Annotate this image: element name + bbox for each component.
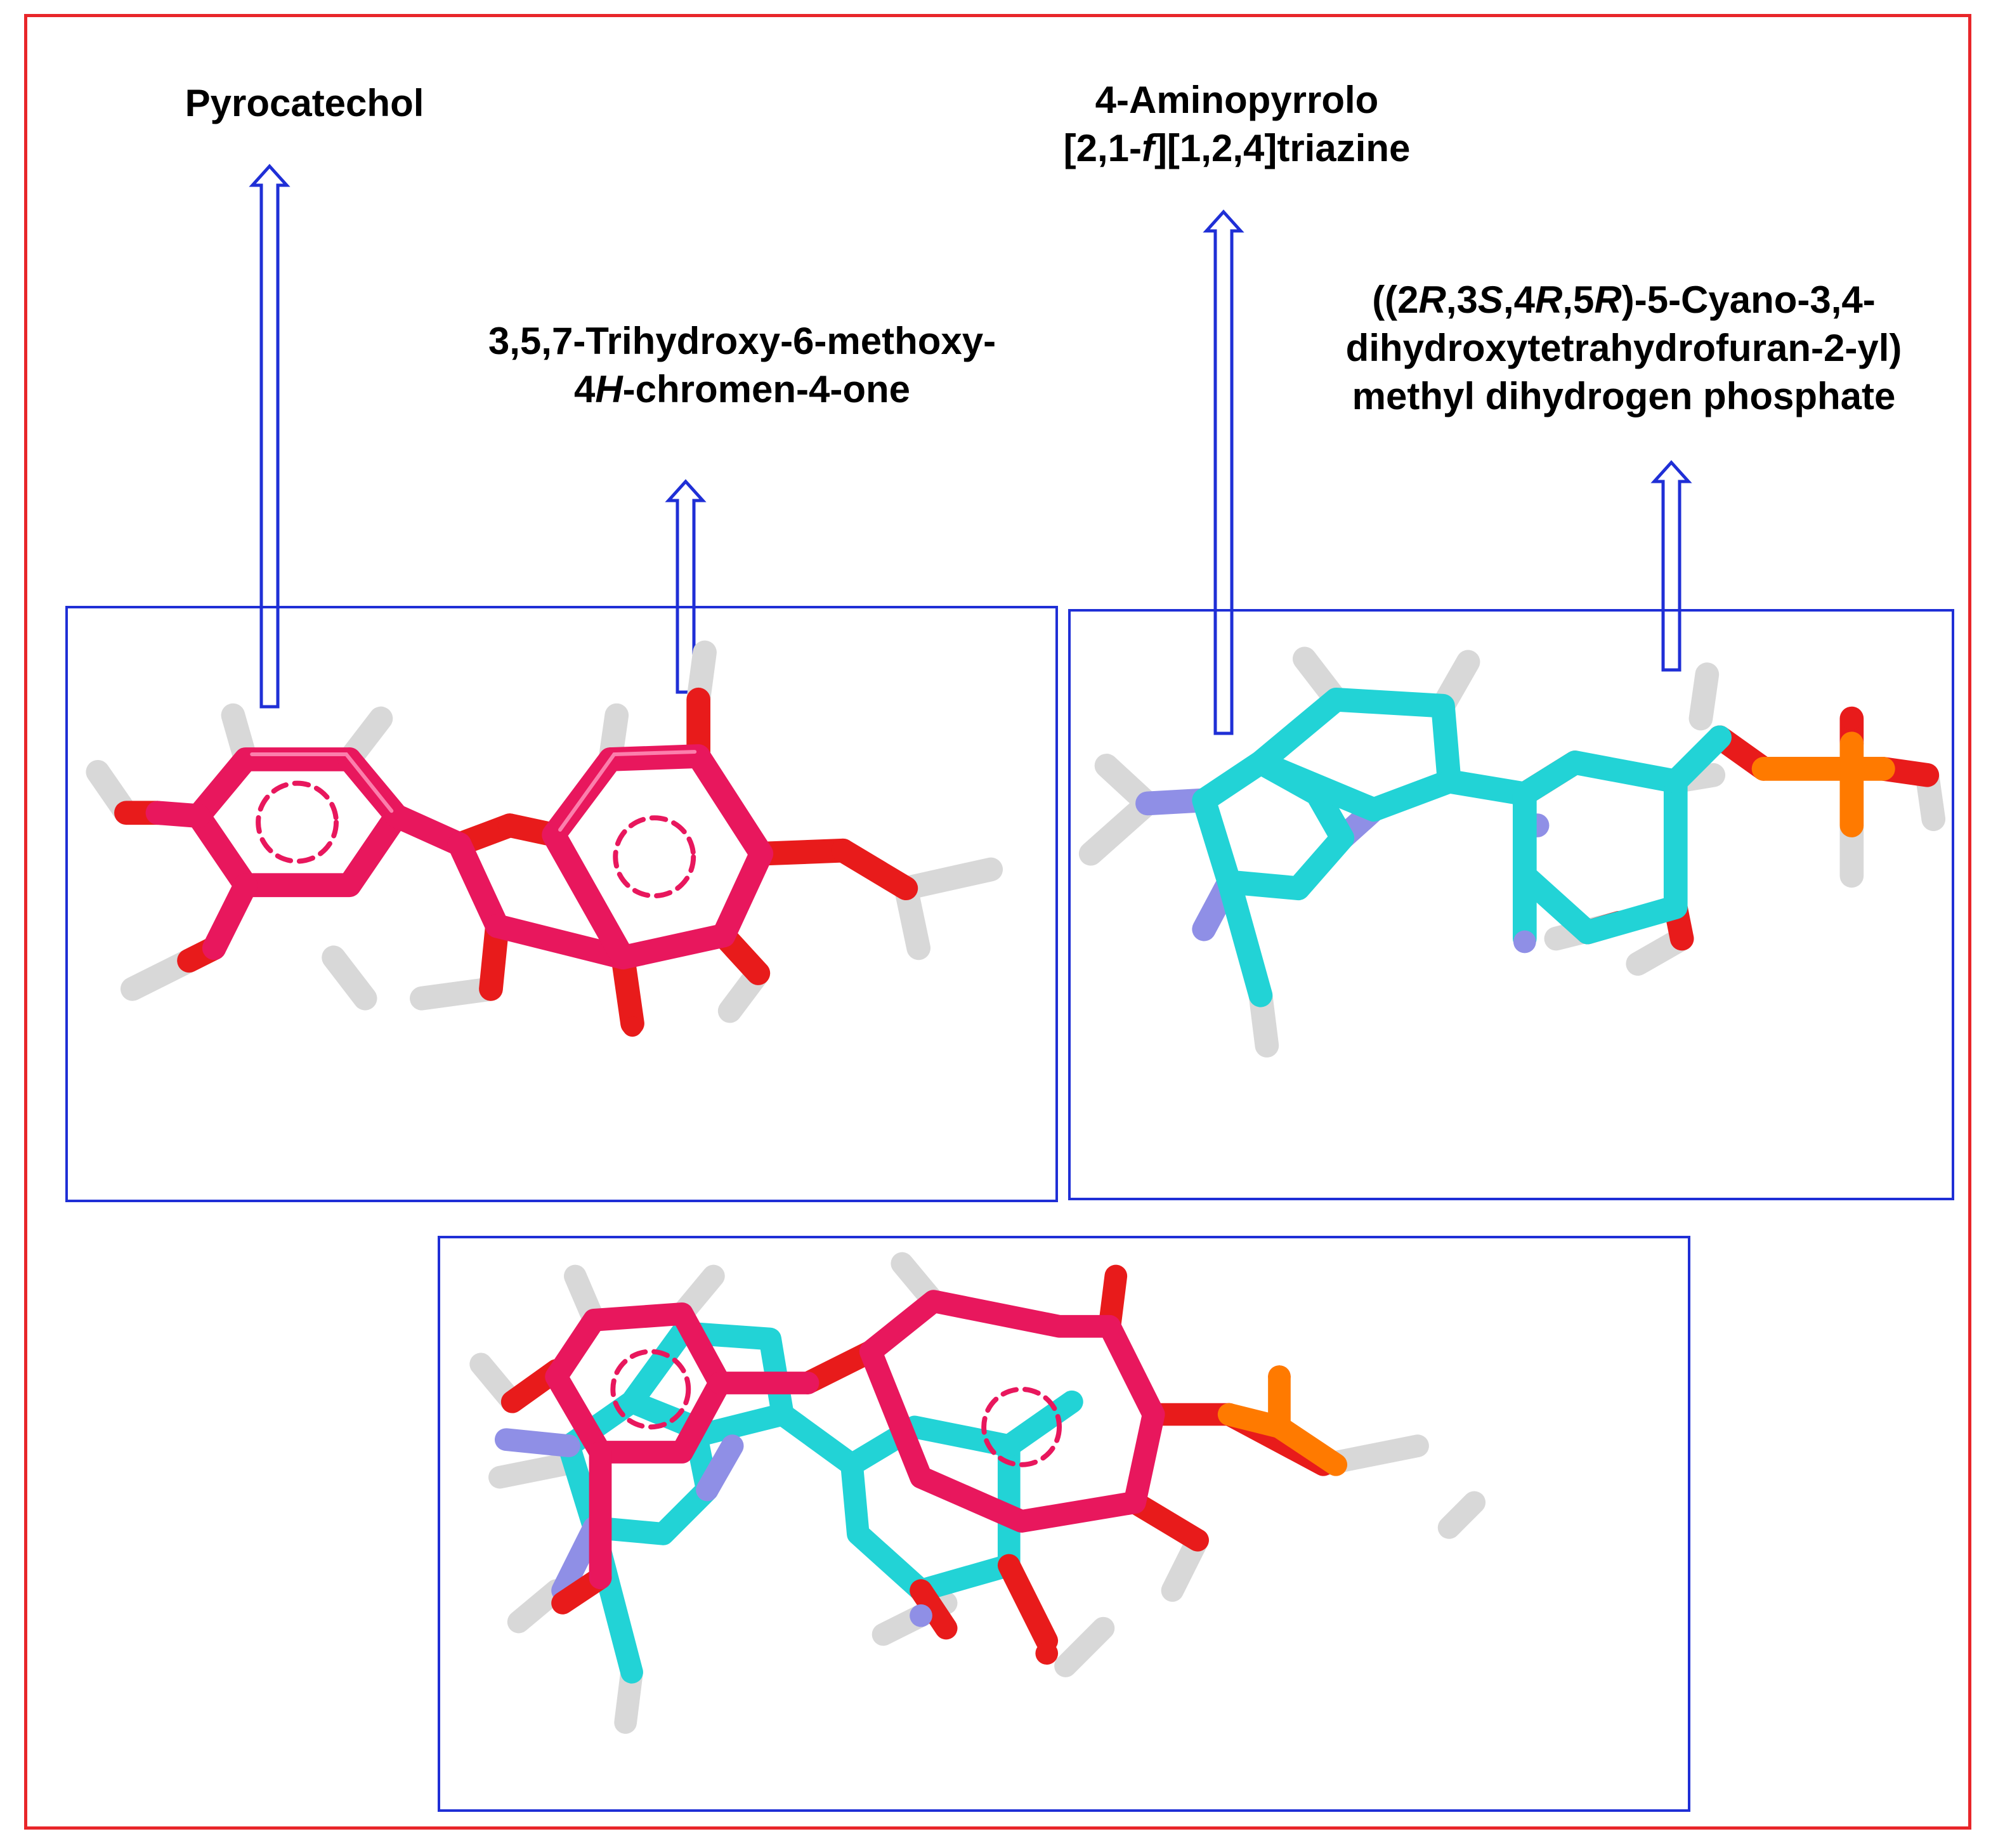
label-pyrocatechol: Pyrocatechol: [185, 82, 424, 124]
label-aminopyrrolo-triazine: 4-Aminopyrrolo [2,1-f][1,2,4]triazine: [1063, 79, 1411, 169]
label-chromenone: 3,5,7-Trihydroxy-6-methoxy- 4H-chromen-4…: [488, 320, 996, 410]
panel-nucleotide: [1068, 609, 1954, 1200]
arrow-pyrocatechol: [249, 164, 291, 709]
outer-frame: [24, 14, 1971, 1830]
carbon-skeleton: [145, 744, 774, 970]
arrow-aminopyrrolo: [1203, 209, 1244, 735]
arrow-chromenone: [665, 479, 707, 694]
label-cyano-phosphate: ((2R,3S,4R,5R)-5-Cyano-3,4- dihydroxytet…: [1345, 279, 1902, 417]
panel-overlay: [438, 1236, 1690, 1812]
arrow-cyano-phosphate: [1650, 460, 1692, 672]
overlay-molecules: [469, 1252, 1486, 1734]
panel-flavonoid: [65, 606, 1058, 1202]
nucleotide-molecule: [1078, 646, 1946, 1058]
flavonoid-molecule: [86, 640, 1003, 1037]
